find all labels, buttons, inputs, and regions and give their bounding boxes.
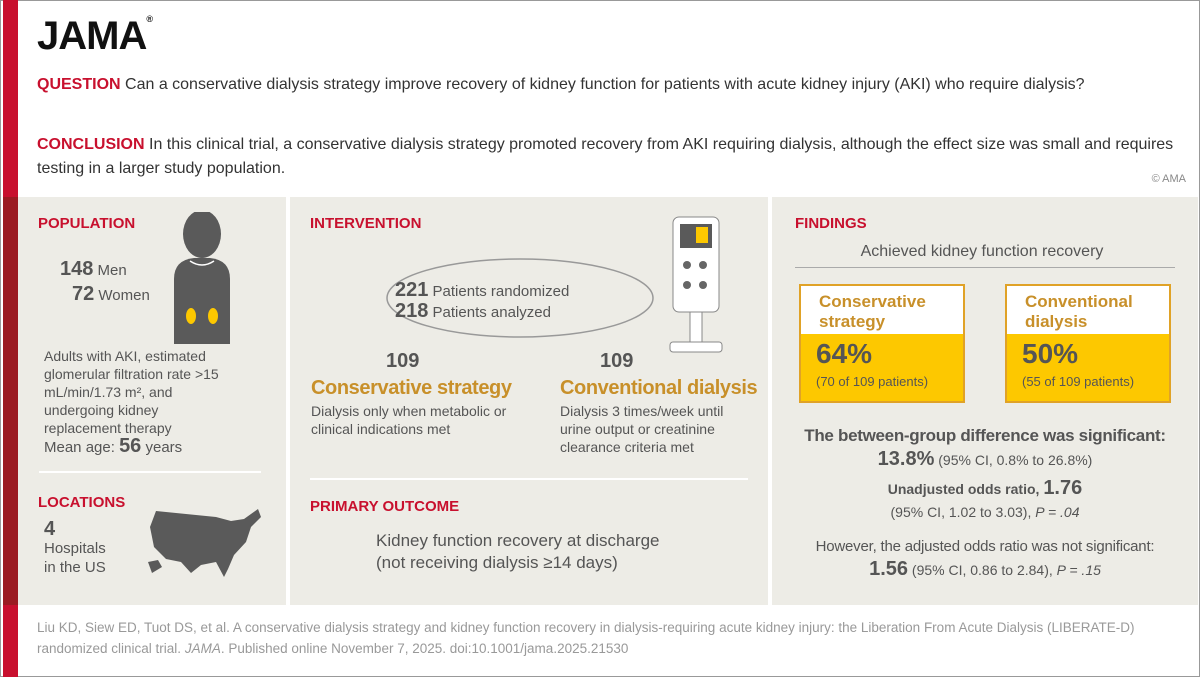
men-label: Men (97, 262, 127, 279)
citation: Liu KD, Siew ED, Tuot DS, et al. A conse… (37, 617, 1187, 659)
men-count: 148 (60, 258, 94, 280)
intervention-panel: INTERVENTION 221 Patients randomized 218… (290, 197, 768, 605)
accent-bar (3, 0, 18, 677)
kidney-icon (208, 308, 218, 324)
us-map-icon (148, 509, 261, 577)
randomized-count: 221 (395, 279, 429, 301)
logo-text: JAMA (37, 14, 147, 58)
us-label: in the US (44, 559, 106, 576)
conventional-n: 109 (600, 350, 634, 372)
conservative-result-label: Conservative strategy (819, 292, 926, 331)
women-label: Women (98, 287, 150, 304)
conservative-arm-title: Conservative strategy (311, 377, 512, 399)
analyzed-label: Patients analyzed (432, 304, 551, 321)
citation-doi: . Published online November 7, 2025. doi… (220, 641, 629, 656)
randomized-label: Patients randomized (432, 283, 570, 300)
conventional-result-label: Conventional dialysis (1025, 292, 1133, 331)
dialysis-machine-icon (669, 216, 723, 353)
jama-logo: JAMA® (37, 14, 153, 58)
population-criteria: Adults with AKI, estimated glomerular fi… (44, 348, 219, 436)
question: QUESTION Can a conservative dialysis str… (37, 73, 1177, 97)
divider (795, 267, 1175, 268)
age-label: Mean age: (44, 439, 115, 456)
difference-ci: (95% CI, 0.8% to 26.8%) (938, 452, 1093, 468)
conventional-percent: 50% (1022, 338, 1079, 369)
adjusted-label: However, the adjusted odds ratio was not… (815, 538, 1155, 555)
divider (39, 471, 261, 473)
analyzed-count: 218 (395, 300, 429, 322)
or-value: 1.76 (1043, 477, 1083, 499)
conventional-arm-title: Conventional dialysis (560, 377, 758, 399)
person-icon (174, 212, 230, 344)
question-label: QUESTION (37, 76, 121, 93)
age-unit: years (145, 439, 183, 456)
copyright: © AMA (1151, 173, 1186, 185)
outcome-line2: (not receiving dialysis ≥14 days) (376, 553, 618, 572)
citation-text: Liu KD, Siew ED, Tuot DS, et al. A conse… (37, 620, 1135, 656)
adjusted-ci: (95% CI, 0.86 to 2.84), (911, 562, 1053, 578)
kidney-icon (186, 308, 196, 324)
citation-journal: JAMA (184, 641, 221, 656)
conventional-arm-desc: Dialysis 3 times/week until urine output… (560, 403, 724, 455)
difference-label: The between-group difference was signifi… (804, 426, 1166, 445)
conservative-result-box: Conservative strategy 64% (70 of 109 pati… (799, 284, 965, 403)
outcome-heading: PRIMARY OUTCOME (310, 498, 460, 515)
population-heading: POPULATION (38, 215, 136, 232)
randomization-ellipse (386, 258, 654, 338)
conservative-arm-desc: Dialysis only when metabolic or clinical… (311, 403, 507, 437)
conventional-result-box: Conventional dialysis 50% (55 of 109 pati… (1005, 284, 1171, 403)
conclusion-text: In this clinical trial, a conservative d… (37, 136, 1174, 177)
conventional-detail: (55 of 109 patients) (1022, 374, 1135, 389)
findings-heading: FINDINGS (795, 215, 867, 232)
hospitals-label: Hospitals (44, 540, 106, 557)
divider (310, 478, 748, 480)
conclusion-label: CONCLUSION (37, 136, 145, 153)
or-ci: (95% CI, 1.02 to 3.03), (890, 504, 1032, 520)
or-label: Unadjusted odds ratio, (887, 481, 1040, 497)
hospital-count: 4 (44, 518, 56, 540)
outcome-line1: Kidney function recovery at discharge (376, 531, 660, 550)
conclusion: CONCLUSION In this clinical trial, a con… (37, 133, 1177, 181)
adjusted-value: 1.56 (869, 558, 909, 580)
conservative-n: 109 (386, 350, 420, 372)
locations-heading: LOCATIONS (38, 494, 126, 511)
findings-panel: FINDINGS Achieved kidney function recove… (772, 197, 1198, 605)
adjusted-p: P = .15 (1056, 562, 1101, 578)
or-p: P = .04 (1035, 504, 1080, 520)
mean-age: 56 (119, 435, 142, 457)
population-panel: POPULATION 148 Men 72 Women Adults with … (18, 197, 286, 605)
question-text: Can a conservative dialysis strategy imp… (125, 76, 1085, 93)
women-count: 72 (72, 283, 95, 305)
conservative-percent: 64% (816, 338, 873, 369)
conservative-detail: (70 of 109 patients) (816, 374, 929, 389)
findings-subtitle: Achieved kidney function recovery (860, 243, 1104, 260)
intervention-heading: INTERVENTION (310, 215, 422, 232)
difference-value: 13.8% (877, 448, 935, 470)
